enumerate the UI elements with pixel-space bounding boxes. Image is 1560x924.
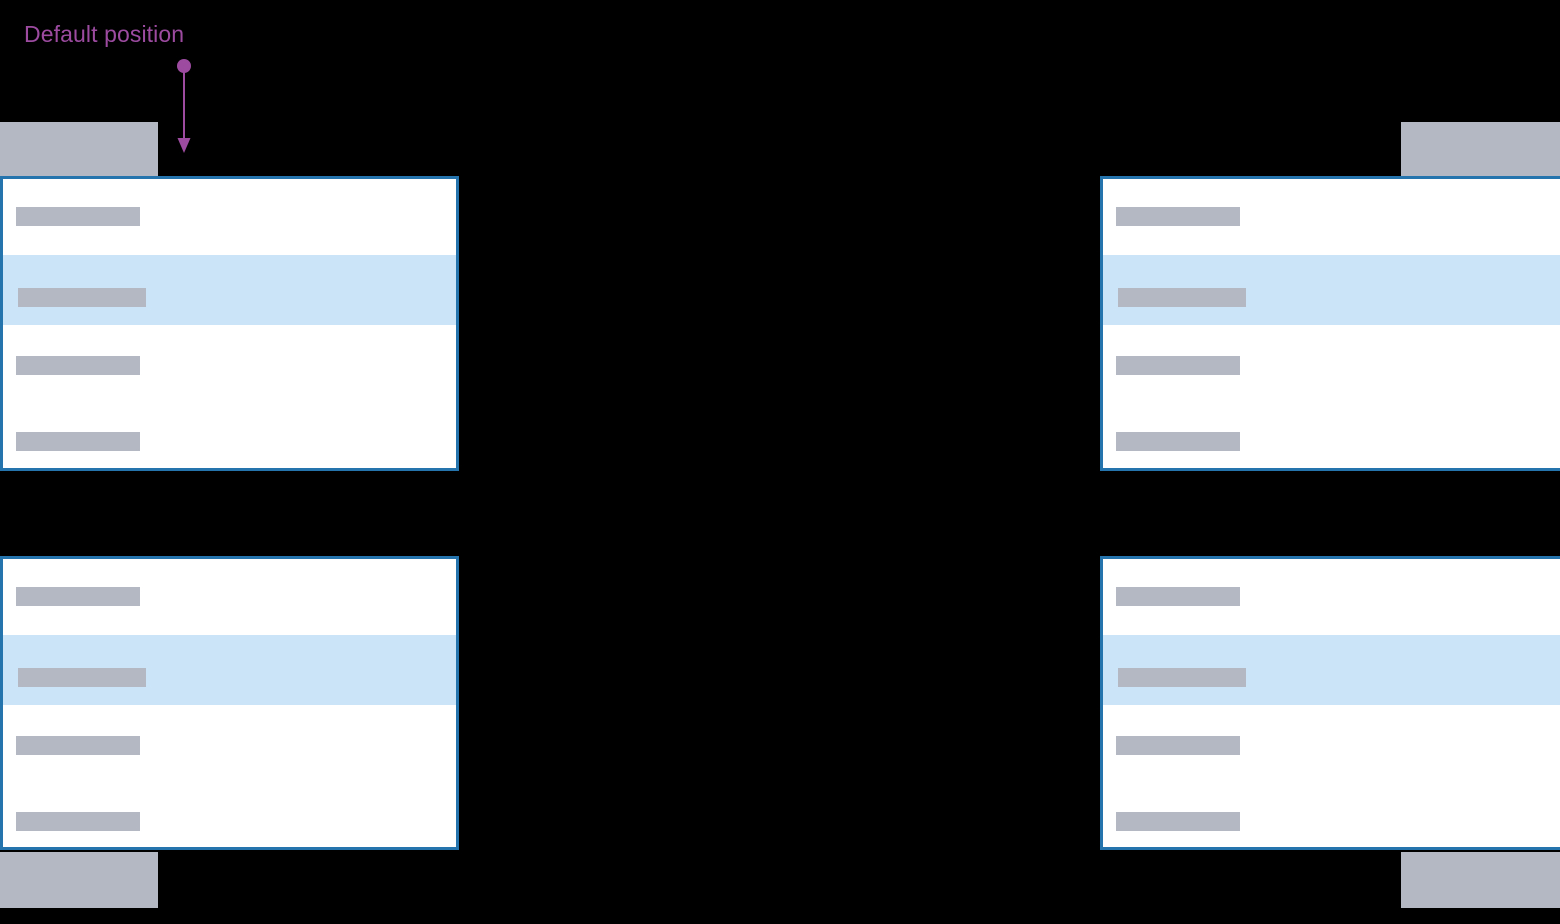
placeholder-bar xyxy=(1118,288,1246,307)
placeholder-bar xyxy=(16,356,140,375)
menu-item-selected[interactable] xyxy=(1103,255,1560,325)
placeholder-bar xyxy=(18,668,146,687)
menu-item[interactable] xyxy=(3,179,456,255)
placeholder-bar xyxy=(1116,736,1240,755)
menu-item[interactable] xyxy=(1103,705,1560,779)
placeholder-bar xyxy=(16,587,140,606)
placeholder-bar xyxy=(1118,668,1246,687)
down-arrow-with-dot-icon xyxy=(168,58,202,156)
placeholder-bar xyxy=(1116,356,1240,375)
menu-item-selected[interactable] xyxy=(3,635,456,705)
placeholder-bar xyxy=(16,812,140,831)
flyout-panel-top-right[interactable] xyxy=(1100,176,1560,471)
menu-item[interactable] xyxy=(1103,399,1560,468)
anchor-control-top-right[interactable] xyxy=(1401,122,1560,176)
default-position-label: Default position xyxy=(24,21,185,47)
menu-item[interactable] xyxy=(3,559,456,635)
menu-item[interactable] xyxy=(3,399,456,468)
placeholder-bar xyxy=(16,736,140,755)
anchor-control-bottom-right[interactable] xyxy=(1401,852,1560,908)
menu-item[interactable] xyxy=(3,779,456,847)
menu-item[interactable] xyxy=(1103,559,1560,635)
placeholder-bar xyxy=(1116,207,1240,226)
flyout-panel-top-left[interactable] xyxy=(0,176,459,471)
menu-item-selected[interactable] xyxy=(1103,635,1560,705)
placeholder-bar xyxy=(18,288,146,307)
menu-item[interactable] xyxy=(1103,779,1560,847)
flyout-panel-bottom-right[interactable] xyxy=(1100,556,1560,850)
placeholder-bar xyxy=(1116,812,1240,831)
flyout-panel-bottom-left[interactable] xyxy=(0,556,459,850)
placeholder-bar xyxy=(1116,587,1240,606)
menu-item-selected[interactable] xyxy=(3,255,456,325)
anchor-control-bottom-left[interactable] xyxy=(0,852,158,908)
placeholder-bar xyxy=(16,207,140,226)
menu-item[interactable] xyxy=(3,325,456,399)
menu-item[interactable] xyxy=(3,705,456,779)
menu-item[interactable] xyxy=(1103,179,1560,255)
anchor-control-top-left[interactable] xyxy=(0,122,158,176)
placeholder-bar xyxy=(1116,432,1240,451)
menu-item[interactable] xyxy=(1103,325,1560,399)
placeholder-bar xyxy=(16,432,140,451)
